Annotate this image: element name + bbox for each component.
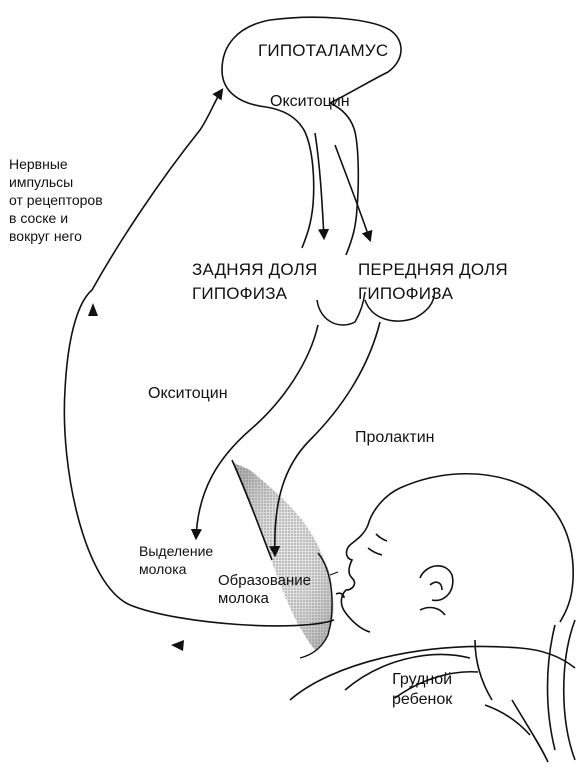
posterior-lobe-line: ГИПОФИЗА: [192, 282, 317, 306]
baby-mouth: [336, 593, 344, 598]
milk-ejection-label: Выделение молока: [139, 542, 213, 578]
baby-head: [400, 474, 573, 622]
anterior-lobe-line: ПЕРЕДНЯЯ ДОЛЯ: [358, 258, 508, 282]
nerve-impulses-line: Нервные: [9, 155, 103, 173]
milk-formation-pointer: [330, 572, 338, 575]
oxytocin-label-mid: Окситоцин: [148, 384, 228, 404]
baby-eye: [368, 548, 382, 555]
baby-cheek: [420, 608, 445, 615]
infant-line: Грудной: [392, 670, 452, 690]
breast-shape: [232, 460, 333, 658]
anterior-lobe-line: ГИПОФИЗА: [358, 282, 508, 306]
nerve-impulses-line: импульсы: [9, 173, 103, 191]
milk-ejection-line: Выделение: [139, 542, 213, 560]
milk-production-line: Образование: [218, 572, 311, 590]
infant-label: Грудной ребенок: [392, 670, 452, 710]
infant-line: ребенок: [392, 690, 452, 710]
hypothalamus-to-pituitary-arrows: [315, 133, 370, 240]
milk-production-label: Образование молока: [218, 572, 311, 608]
nerve-mid-arrowhead: [88, 303, 98, 316]
nerve-impulses-line: вокруг него: [9, 227, 103, 245]
milk-ejection-line: молока: [139, 560, 213, 578]
oxytocin-label-top: Окситоцин: [270, 92, 350, 112]
anterior-lobe-label: ПЕРЕДНЯЯ ДОЛЯ ГИПОФИЗА: [358, 258, 508, 306]
hypothalamus-label: ГИПОТАЛАМУС: [258, 40, 388, 62]
nerve-impulses-label: Нервные импульсы от рецепторов в соске и…: [9, 155, 103, 245]
posterior-lobe-line: ЗАДНЯЯ ДОЛЯ: [192, 258, 317, 282]
baby-ear: [420, 566, 453, 601]
nerve-impulses-line: от рецепторов: [9, 191, 103, 209]
nerve-low-arrowhead: [171, 640, 184, 651]
prolactin-label: Пролактин: [355, 428, 434, 448]
posterior-lobe-label: ЗАДНЯЯ ДОЛЯ ГИПОФИЗА: [192, 258, 317, 306]
milk-production-line: молока: [218, 590, 311, 608]
baby-face: [341, 488, 400, 632]
nerve-impulses-line: в соске и: [9, 209, 103, 227]
